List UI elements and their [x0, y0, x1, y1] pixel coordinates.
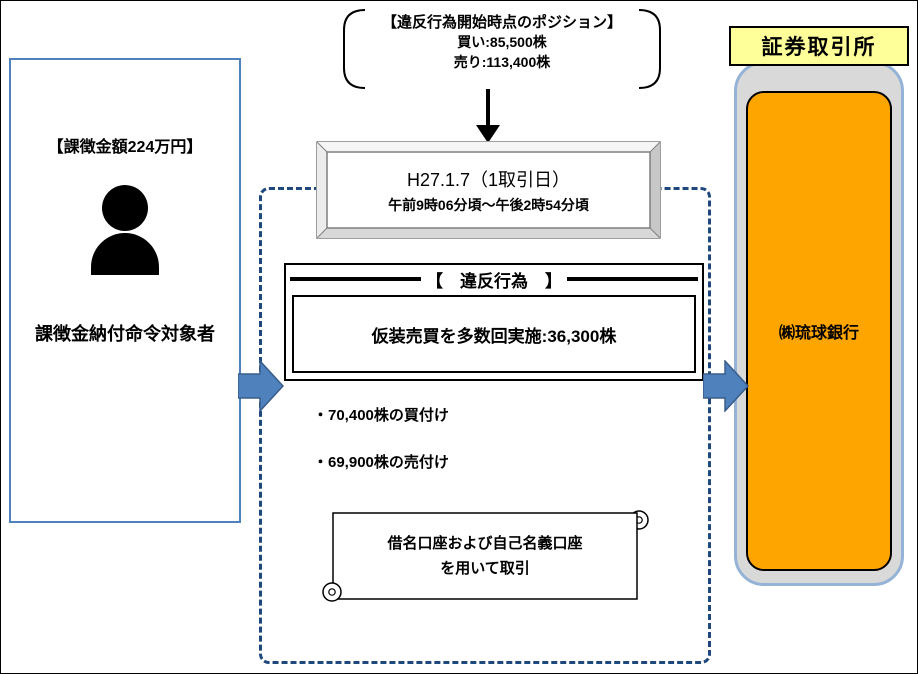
person-body [91, 233, 159, 275]
violation-box: 【 違反行為 】 仮装売買を多数回実施:36,300株 [284, 263, 704, 381]
sell-bullet: ・69,900株の売付け [313, 454, 449, 471]
violation-detail: 仮装売買を多数回実施:36,300株 [371, 326, 617, 346]
buy-bullet: ・70,400株の買付け [313, 407, 449, 424]
trade-date: H27.1.7（1取引日） [406, 169, 571, 190]
subject-label: 課徴金納付命令対象者 [35, 324, 215, 344]
scroll-note-line1: 借名口座および自己名義口座 [387, 535, 583, 552]
bevel-frame-icon [316, 141, 661, 239]
brace-frame-icon [343, 9, 661, 89]
down-arrow-icon [474, 89, 502, 143]
scroll-note: 借名口座および自己名義口座 を用いて取引 [319, 501, 654, 616]
scroll-note-line2: を用いて取引 [440, 560, 530, 577]
violation-heading: 【 違反行為 】 [426, 271, 562, 291]
position-callout-title: 【違反行為開始時点のポジション】 [381, 14, 622, 31]
person-head [102, 185, 148, 231]
buy-position: 買い:85,500株 [457, 34, 547, 50]
scroll-shape-icon [322, 510, 649, 602]
flow-arrow-exchange-icon [703, 360, 749, 412]
subject-panel: 【課徴金額224万円】 課徴金納付命令対象者 [9, 58, 241, 523]
sell-position: 売り:113,400株 [453, 54, 551, 70]
position-callout: 【違反行為開始時点のポジション】 買い:85,500株 売り:113,400株 [337, 7, 667, 91]
bank-box: ㈱琉球銀行 [746, 91, 892, 571]
person-icon [91, 185, 159, 275]
trade-time: 午前9時06分頃～午後2時54分頃 [388, 196, 589, 213]
violation-heading-row: 【 違反行為 】 [286, 266, 702, 292]
heading-rule-left [290, 277, 421, 281]
flow-arrow-subject-icon [238, 360, 284, 412]
penalty-amount: 【課徴金額224万円】 [47, 139, 203, 156]
exchange-header: 証券取引所 [729, 26, 909, 66]
heading-rule-right [567, 277, 698, 281]
bank-name: ㈱琉球銀行 [778, 325, 859, 342]
trade-period-box: H27.1.7（1取引日） 午前9時06分頃～午後2時54分頃 [316, 141, 661, 239]
violation-detail-box: 仮装売買を多数回実施:36,300株 [292, 295, 696, 373]
